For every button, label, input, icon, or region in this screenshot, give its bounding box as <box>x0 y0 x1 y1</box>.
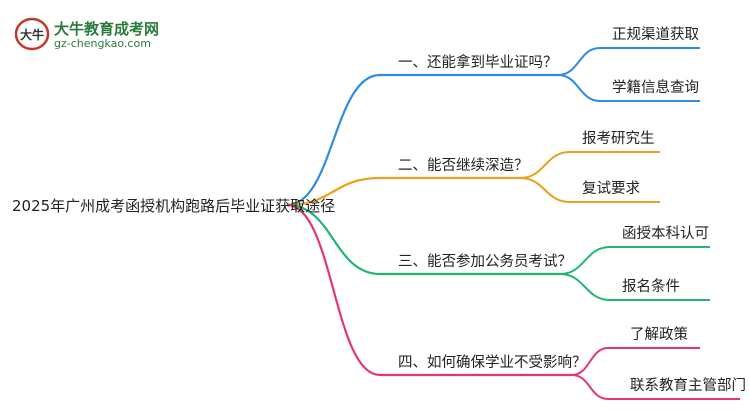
leaf-connector <box>571 374 609 400</box>
logo-url: gz-chengkao.com <box>54 37 151 50</box>
mind-map-nodes: 2025年广州成考函授机构跑路后毕业证获取途径 一、还能拿到毕业证吗？ 正规渠道获取… <box>12 26 746 394</box>
leaf-connector <box>519 177 571 203</box>
root-branch-connector <box>286 176 381 207</box>
logo-mark-text: 大牛 <box>20 27 44 42</box>
leaf-connector <box>571 347 609 376</box>
leaf-connector <box>519 151 571 179</box>
root-branch-connector <box>286 203 381 276</box>
leaf-label: 学籍信息查询 <box>612 79 699 96</box>
branch-label: 一、还能拿到毕业证吗？ <box>398 53 558 71</box>
site-logo: 大牛 大牛教育成考网 gz-chengkao.com <box>14 16 164 52</box>
leaf-label: 正规渠道获取 <box>612 26 699 43</box>
logo-mark-icon: 大牛 <box>14 17 50 51</box>
leaf-label: 联系教育主管部门 <box>630 377 746 394</box>
leaf-label: 复试要求 <box>582 179 640 197</box>
branch-label: 二、能否继续深造？ <box>398 157 529 174</box>
leaf-connector <box>559 246 611 275</box>
leaf-label: 报考研究生 <box>582 130 655 147</box>
logo-title: 大牛教育成考网 <box>54 20 160 38</box>
leaf-label: 函授本科认可 <box>622 225 709 242</box>
leaf-label: 了解政策 <box>630 326 688 343</box>
root-branch-connector <box>286 73 381 207</box>
root-branch-connector <box>286 203 381 377</box>
branch-label: 四、如何确保学业不受影响？ <box>398 354 587 371</box>
branch-connectors <box>286 47 740 400</box>
branch-label: 三、能否参加公务员考试？ <box>398 253 572 270</box>
root-topic: 2025年广州成考函授机构跑路后毕业证获取途径 <box>12 197 335 215</box>
leaf-connector <box>559 273 611 301</box>
leaf-connector <box>557 47 601 76</box>
leaf-label: 报名条件 <box>622 278 680 295</box>
leaf-connector <box>557 74 601 102</box>
